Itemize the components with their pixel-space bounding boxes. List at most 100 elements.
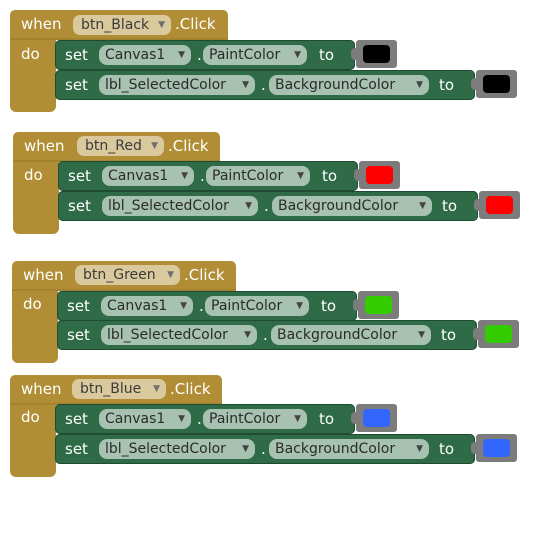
component-name: btn_Green: [83, 267, 156, 283]
to-keyword: to: [439, 440, 455, 458]
chevron-down-icon: ▼: [419, 201, 426, 211]
component-name: lbl_SelectedColor: [107, 327, 228, 343]
component-dropdown[interactable]: Canvas1 ▼: [99, 45, 191, 65]
chevron-down-icon: ▼: [242, 80, 249, 90]
color-swatch[interactable]: [483, 75, 510, 93]
color-swatch[interactable]: [485, 325, 512, 343]
color-swatch[interactable]: [363, 45, 390, 63]
property-dropdown[interactable]: BackgroundColor ▼: [271, 325, 431, 345]
chevron-down-icon: ▼: [244, 330, 251, 340]
set-keyword: set: [65, 46, 88, 64]
component-dropdown[interactable]: lbl_SelectedColor ▼: [99, 439, 255, 459]
color-value-block[interactable]: [351, 404, 397, 432]
to-keyword: to: [319, 410, 335, 428]
set-canvas-paintcolor-block[interactable]: set Canvas1 ▼ . PaintColor ▼ to: [55, 40, 355, 70]
chevron-down-icon: ▼: [167, 270, 174, 280]
event-footer: [12, 347, 58, 363]
property-dropdown[interactable]: PaintColor ▼: [203, 45, 307, 65]
color-value-block[interactable]: [353, 291, 399, 319]
set-keyword: set: [67, 297, 90, 315]
set-label-backgroundcolor-block[interactable]: set lbl_SelectedColor ▼ . BackgroundColo…: [57, 320, 477, 350]
dot-separator: .: [200, 167, 205, 185]
when-keyword: when: [21, 380, 62, 398]
chevron-down-icon: ▼: [178, 50, 185, 60]
property-dropdown[interactable]: PaintColor ▼: [205, 296, 309, 316]
dot-separator: .: [197, 46, 202, 64]
color-value-block[interactable]: [351, 40, 397, 68]
chevron-down-icon: ▼: [296, 301, 303, 311]
set-keyword: set: [68, 167, 91, 185]
component-dropdown[interactable]: btn_Blue ▼: [72, 379, 166, 399]
event-do-stem: [10, 405, 56, 465]
chevron-down-icon: ▼: [151, 141, 158, 151]
color-swatch[interactable]: [363, 409, 390, 427]
chevron-down-icon: ▼: [294, 414, 301, 424]
component-dropdown[interactable]: btn_Black ▼: [73, 15, 171, 35]
set-label-backgroundcolor-block[interactable]: set lbl_SelectedColor ▼ . BackgroundColo…: [58, 191, 478, 221]
component-name: lbl_SelectedColor: [105, 441, 226, 457]
event-do-stem: [12, 291, 58, 351]
event-footer: [10, 96, 56, 112]
chevron-down-icon: ▼: [418, 330, 425, 340]
color-value-block[interactable]: [471, 70, 517, 98]
property-name: BackgroundColor: [278, 198, 399, 214]
property-name: PaintColor: [211, 298, 283, 314]
chevron-down-icon: ▼: [178, 414, 185, 424]
set-canvas-paintcolor-block[interactable]: set Canvas1 ▼ . PaintColor ▼ to: [55, 404, 355, 434]
chevron-down-icon: ▼: [158, 20, 165, 30]
when-keyword: when: [21, 15, 62, 33]
property-dropdown[interactable]: PaintColor ▼: [203, 409, 307, 429]
set-keyword: set: [65, 440, 88, 458]
event-name: .Click: [168, 137, 209, 155]
component-dropdown[interactable]: lbl_SelectedColor ▼: [99, 75, 255, 95]
color-swatch[interactable]: [486, 196, 513, 214]
set-canvas-paintcolor-block[interactable]: set Canvas1 ▼ . PaintColor ▼ to: [58, 161, 358, 191]
dot-separator: .: [264, 197, 269, 215]
component-dropdown[interactable]: btn_Red ▼: [77, 136, 164, 156]
do-keyword: do: [21, 45, 40, 63]
chevron-down-icon: ▼: [245, 201, 252, 211]
component-dropdown[interactable]: lbl_SelectedColor ▼: [102, 196, 258, 216]
component-dropdown[interactable]: Canvas1 ▼: [99, 409, 191, 429]
set-label-backgroundcolor-block[interactable]: set lbl_SelectedColor ▼ . BackgroundColo…: [55, 434, 475, 464]
event-do-stem: [10, 40, 56, 100]
to-keyword: to: [439, 76, 455, 94]
set-keyword: set: [65, 76, 88, 94]
color-value-block[interactable]: [354, 161, 400, 189]
property-dropdown[interactable]: PaintColor ▼: [206, 166, 310, 186]
dot-separator: .: [261, 440, 266, 458]
set-canvas-paintcolor-block[interactable]: set Canvas1 ▼ . PaintColor ▼ to: [57, 291, 357, 321]
when-keyword: when: [23, 266, 64, 284]
component-name: Canvas1: [107, 298, 168, 314]
chevron-down-icon: ▼: [180, 301, 187, 311]
event-footer: [13, 218, 59, 234]
color-swatch[interactable]: [366, 166, 393, 184]
event-name: .Click: [170, 380, 211, 398]
event-do-stem: [13, 162, 59, 222]
do-keyword: do: [23, 295, 42, 313]
component-dropdown[interactable]: lbl_SelectedColor ▼: [101, 325, 257, 345]
do-keyword: do: [21, 408, 40, 426]
color-swatch[interactable]: [365, 296, 392, 314]
when-keyword: when: [24, 137, 65, 155]
set-label-backgroundcolor-block[interactable]: set lbl_SelectedColor ▼ . BackgroundColo…: [55, 70, 475, 100]
property-dropdown[interactable]: BackgroundColor ▼: [272, 196, 432, 216]
event-footer: [10, 461, 56, 477]
component-dropdown[interactable]: Canvas1 ▼: [102, 166, 194, 186]
color-value-block[interactable]: [471, 434, 517, 462]
property-name: BackgroundColor: [275, 77, 396, 93]
property-name: BackgroundColor: [275, 441, 396, 457]
to-keyword: to: [441, 326, 457, 344]
chevron-down-icon: ▼: [416, 80, 423, 90]
property-dropdown[interactable]: BackgroundColor ▼: [269, 439, 429, 459]
component-dropdown[interactable]: btn_Green ▼: [75, 265, 180, 285]
property-dropdown[interactable]: BackgroundColor ▼: [269, 75, 429, 95]
color-value-block[interactable]: [473, 320, 519, 348]
color-swatch[interactable]: [483, 439, 510, 457]
to-keyword: to: [322, 167, 338, 185]
component-dropdown[interactable]: Canvas1 ▼: [101, 296, 193, 316]
property-name: BackgroundColor: [277, 327, 398, 343]
property-name: PaintColor: [212, 168, 284, 184]
component-name: lbl_SelectedColor: [108, 198, 229, 214]
color-value-block[interactable]: [474, 191, 520, 219]
